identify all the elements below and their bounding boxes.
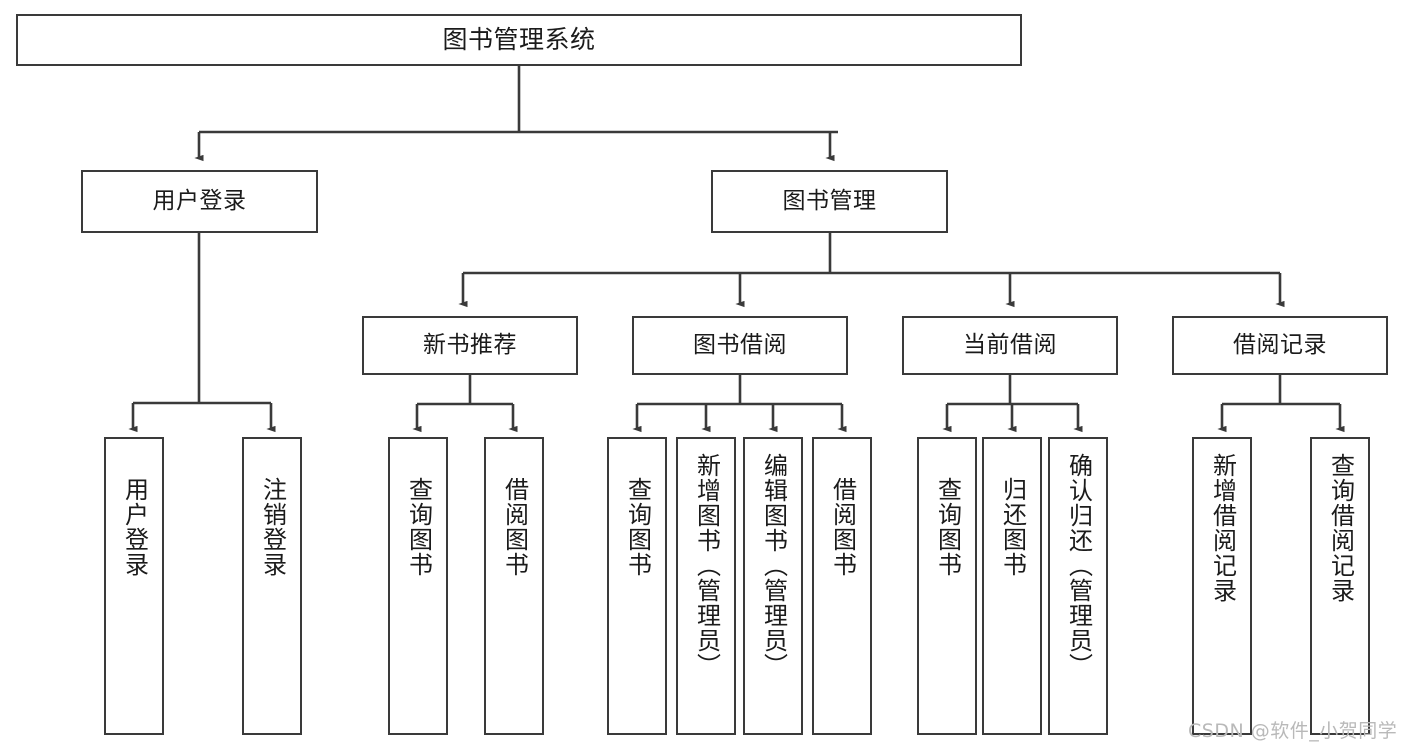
leaf-new-book-borrow-label: 借阅图书 [500,477,529,577]
node-borrow-record-label: 借阅记录 [1233,331,1327,358]
node-user-login[interactable]: 用户登录 [81,170,318,233]
leaf-current-borrow-query-label: 查询图书 [933,477,962,577]
leaf-borrow-record-add-label: 新增借阅记录 [1208,453,1237,603]
leaf-borrow-record-query-label: 查询借阅记录 [1326,453,1355,603]
leaf-current-borrow-confirm-label: 确认归还（管理员） [1064,453,1093,678]
node-current-borrow-label: 当前借阅 [963,331,1057,358]
leaf-book-borrow-add-label: 新增图书（管理员） [692,453,721,678]
node-book-management[interactable]: 图书管理 [711,170,948,233]
leaf-book-borrow-query-label: 查询图书 [623,477,652,577]
leaf-book-borrow-edit[interactable]: 编辑图书（管理员） [743,437,803,735]
node-new-book-recommend-label: 新书推荐 [423,331,517,358]
node-book-borrow-label: 图书借阅 [693,331,787,358]
node-root-label: 图书管理系统 [442,25,596,55]
node-book-borrow[interactable]: 图书借阅 [632,316,848,375]
leaf-new-book-query[interactable]: 查询图书 [388,437,448,735]
leaf-user-login-signout-label: 注销登录 [258,477,287,577]
node-borrow-record[interactable]: 借阅记录 [1172,316,1388,375]
leaf-current-borrow-confirm[interactable]: 确认归还（管理员） [1048,437,1108,735]
leaf-user-login-signin[interactable]: 用户登录 [104,437,164,735]
leaf-current-borrow-return[interactable]: 归还图书 [982,437,1042,735]
leaf-book-borrow-borrow[interactable]: 借阅图书 [812,437,872,735]
leaf-new-book-query-label: 查询图书 [404,477,433,577]
leaf-new-book-borrow[interactable]: 借阅图书 [484,437,544,735]
node-current-borrow[interactable]: 当前借阅 [902,316,1118,375]
node-root[interactable]: 图书管理系统 [16,14,1022,66]
leaf-current-borrow-query[interactable]: 查询图书 [917,437,977,735]
leaf-user-login-signin-label: 用户登录 [120,477,149,577]
leaf-current-borrow-return-label: 归还图书 [998,477,1027,577]
node-book-management-label: 图书管理 [782,187,877,214]
leaf-borrow-record-add[interactable]: 新增借阅记录 [1192,437,1252,735]
node-new-book-recommend[interactable]: 新书推荐 [362,316,578,375]
node-user-login-label: 用户登录 [152,187,247,214]
leaf-user-login-signout[interactable]: 注销登录 [242,437,302,735]
leaf-book-borrow-query[interactable]: 查询图书 [607,437,667,735]
leaf-book-borrow-borrow-label: 借阅图书 [828,477,857,577]
leaf-book-borrow-edit-label: 编辑图书（管理员） [759,453,788,678]
leaf-borrow-record-query[interactable]: 查询借阅记录 [1310,437,1370,735]
leaf-book-borrow-add[interactable]: 新增图书（管理员） [676,437,736,735]
